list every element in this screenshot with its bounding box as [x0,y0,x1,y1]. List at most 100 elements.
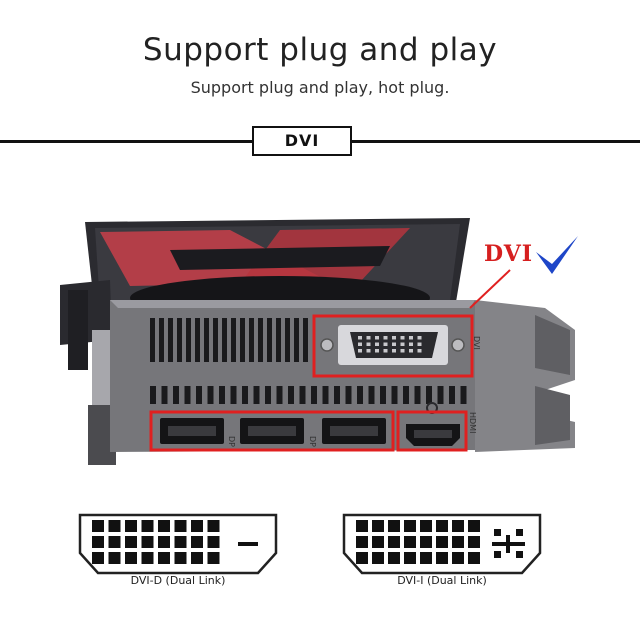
vent-slot [161,386,168,404]
pin [372,520,384,532]
callout-pointer [469,269,511,309]
displayport-3 [322,418,386,444]
dvi-pin [383,349,388,353]
vent-slot [195,318,200,362]
pin [158,536,170,548]
vent-slot [322,386,329,404]
dvi-pin [366,342,371,346]
dvi-pin [392,336,396,340]
pin [420,520,432,532]
vent-grille-bottom [150,386,467,404]
dvi-pin [400,336,405,340]
dvi-i-caption: DVI-I (Dual Link) [397,574,487,587]
vent-slot [276,386,283,404]
pin [92,520,104,532]
dvi-i-connector-diagram [342,513,542,575]
pin [420,552,432,564]
vent-slot [177,318,182,362]
vent-slot [288,386,294,404]
pin [108,552,121,564]
vent-slot [173,386,179,404]
dvi-pin [400,342,405,346]
vent-slot [222,318,227,362]
pin [125,552,137,564]
pin [174,552,187,564]
vent-slot [242,386,248,404]
pin [436,552,448,564]
pin [125,536,137,548]
graphics-card-image: DP DP HDMI DVI [60,218,578,465]
port-label-dvi: DVI [472,336,481,350]
vent-slot [460,386,467,404]
vent-slot [303,318,308,362]
page-title: Support plug and play [142,32,498,68]
pin [191,520,203,532]
dvi-d-flat-blade [238,542,258,546]
dvi-pin [417,336,422,340]
vent-slot [276,318,281,362]
dvi-d-connector-diagram [78,513,278,575]
vent-slot [380,386,386,404]
vent-slot [219,386,225,404]
vent-slot [437,386,444,404]
dvi-pin [392,349,396,353]
pin [404,520,416,532]
vent-slot [403,386,409,404]
vent-slot [186,318,191,362]
pin [92,552,104,564]
dvi-pin [417,342,422,346]
pin [404,552,416,564]
vent-slot [150,386,156,404]
pin [174,520,187,532]
vent-slot [258,318,263,362]
vent-slot [357,386,363,404]
pin [158,552,170,564]
vent-slot [231,318,236,362]
dvi-pin [417,349,422,353]
dvi-pin [358,349,362,353]
pin [436,520,448,532]
vent-slot [391,386,398,404]
pin [356,520,368,532]
pin [436,536,448,548]
dvi-i-pin-grid [356,520,480,564]
dvi-pin [383,336,388,340]
pin [125,520,137,532]
vent-slot [414,386,421,404]
vent-slot [213,318,218,362]
vent-slot [184,386,191,404]
vent-slot [285,318,290,362]
vent-slot [207,386,214,404]
pin [207,536,220,548]
pin [356,536,368,548]
pin [141,552,154,564]
vent-slot [426,386,432,404]
dvi-pin [409,342,413,346]
pin [108,520,121,532]
dvi-pin [358,336,362,340]
vent-slot [196,386,202,404]
dvi-pin [383,342,388,346]
dvi-d-pin-grid [92,520,220,564]
dvi-pin [375,336,379,340]
dvi-pin [409,349,413,353]
dvi-pin [366,336,371,340]
pin [452,536,464,548]
pin [108,536,121,548]
page-subtitle: Support plug and play, hot plug. [190,78,450,97]
pin [388,552,400,564]
pin [372,552,384,564]
port-label-dp-1: DP [227,436,236,447]
section-tag: DVI [252,126,352,156]
pin [420,536,432,548]
dvi-port [320,325,465,365]
vent-slot [230,386,237,404]
dvi-i-analog-pins [492,529,525,558]
vent-slot [267,318,272,362]
dvi-pin [375,342,379,346]
pin [388,536,400,548]
pin [174,536,187,548]
dvi-highlight-box [312,314,474,378]
pin [356,552,368,564]
vent-slot [311,386,317,404]
